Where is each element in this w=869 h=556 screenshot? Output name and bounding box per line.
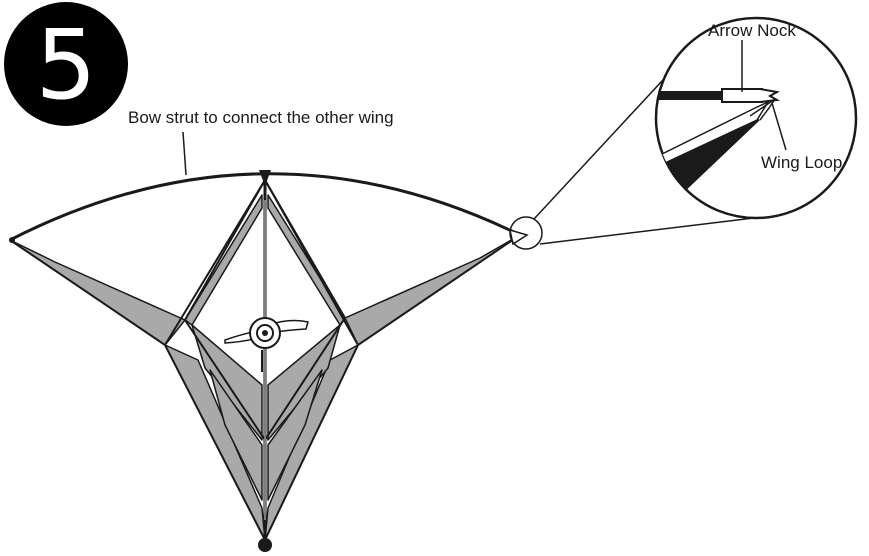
- bow-strut-leader: [183, 132, 186, 175]
- bow-strut-label: Bow strut to connect the other wing: [128, 108, 394, 127]
- step-number: 5: [35, 9, 96, 121]
- left-wing-tip: [9, 237, 15, 243]
- tail-weight: [258, 538, 272, 552]
- detail-view: Arrow Nock Wing Loop: [640, 18, 856, 218]
- arrow-nock-rod: [640, 91, 730, 100]
- step-badge: 5: [4, 2, 128, 126]
- wing-loop-label: Wing Loop: [761, 153, 842, 172]
- propeller-hub-center: [262, 330, 268, 336]
- arrow-nock-label: Arrow Nock: [708, 21, 796, 40]
- kite: [9, 170, 527, 552]
- callout-line-bottom: [540, 215, 778, 244]
